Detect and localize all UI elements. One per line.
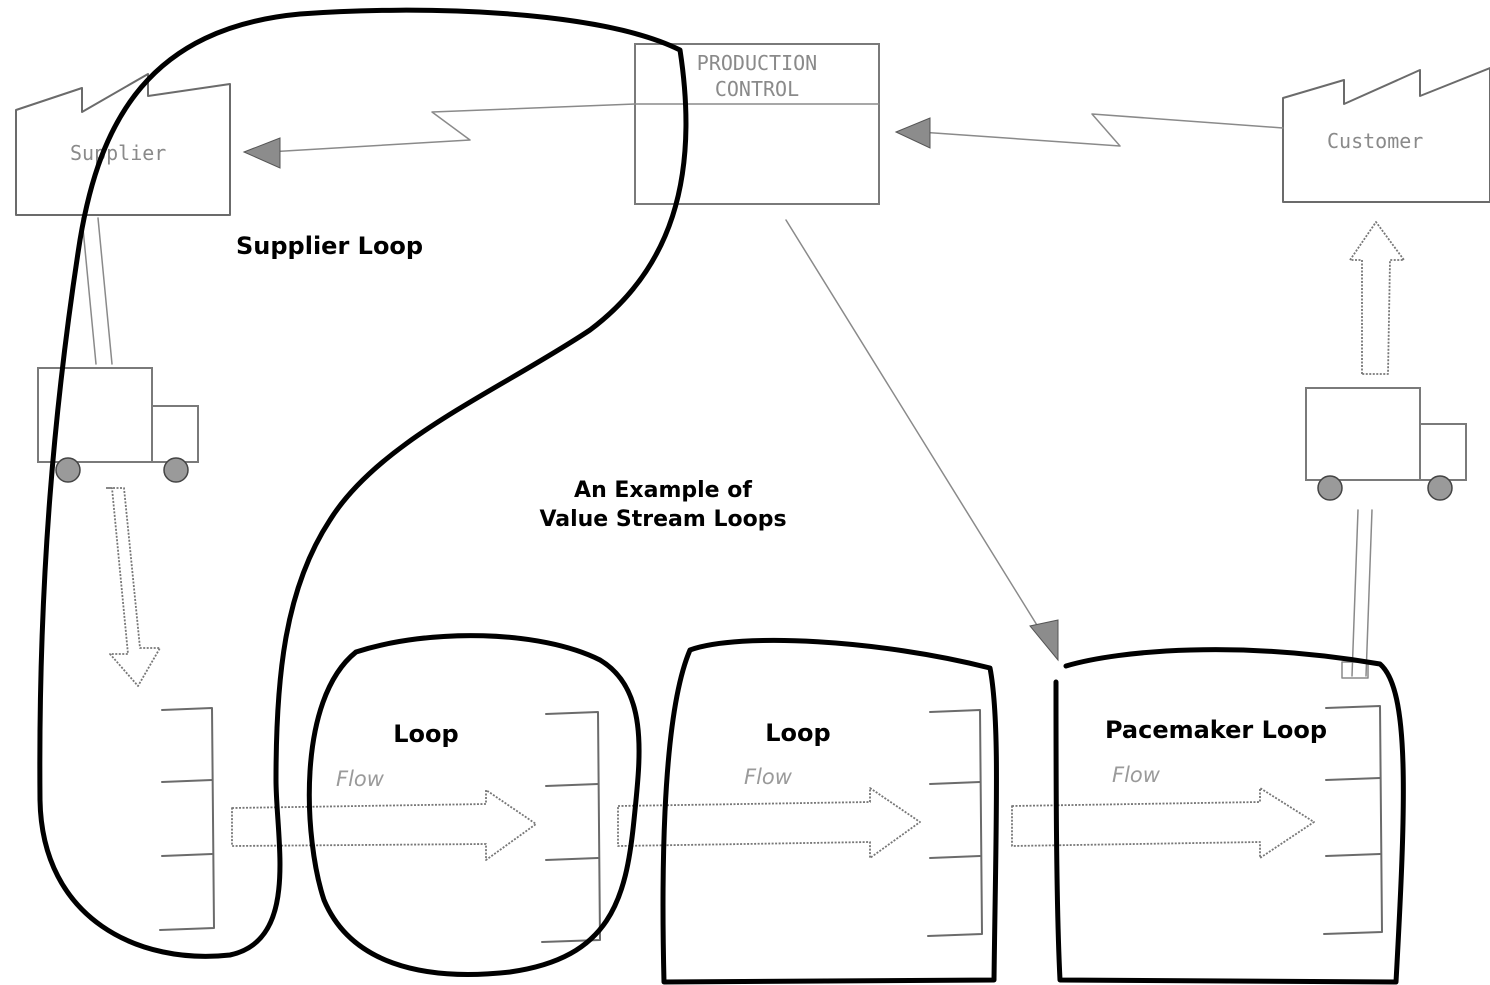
production-control-line2: CONTROL — [715, 77, 799, 101]
diagram-title-line1: An Example of — [574, 478, 752, 503]
flow-label-1: Flow — [336, 767, 385, 791]
truck-to-customer-arrow — [1350, 222, 1404, 374]
flow-label-2: Flow — [744, 765, 793, 789]
supplier-label: Supplier — [70, 141, 166, 165]
supplier-loop-label: Supplier Loop — [236, 232, 423, 260]
loop-2-label: Loop — [765, 719, 830, 747]
schedule-arrow-to-pacemaker — [786, 220, 1058, 660]
pacemaker-to-truck-line — [1342, 510, 1372, 678]
supplier-to-truck-line — [82, 218, 112, 364]
inventory-bracket-4 — [1324, 706, 1382, 934]
inventory-bracket-3 — [928, 710, 982, 936]
truck-to-inventory-arrow — [106, 488, 160, 686]
electronic-info-arrow-to-supplier — [244, 104, 635, 168]
production-control-line1: PRODUCTION — [697, 51, 817, 75]
electronic-info-arrow-from-customer — [896, 114, 1283, 148]
pacemaker-loop-label: Pacemaker Loop — [1105, 716, 1327, 744]
flow-label-3: Flow — [1112, 763, 1161, 787]
loop-1-label: Loop — [393, 720, 458, 748]
inventory-bracket-2 — [542, 712, 600, 942]
diagram-title-line2: Value Stream Loops — [539, 507, 786, 532]
customer-label: Customer — [1327, 129, 1423, 153]
inventory-bracket-1 — [160, 708, 214, 930]
customer-truck-icon — [1306, 388, 1466, 500]
